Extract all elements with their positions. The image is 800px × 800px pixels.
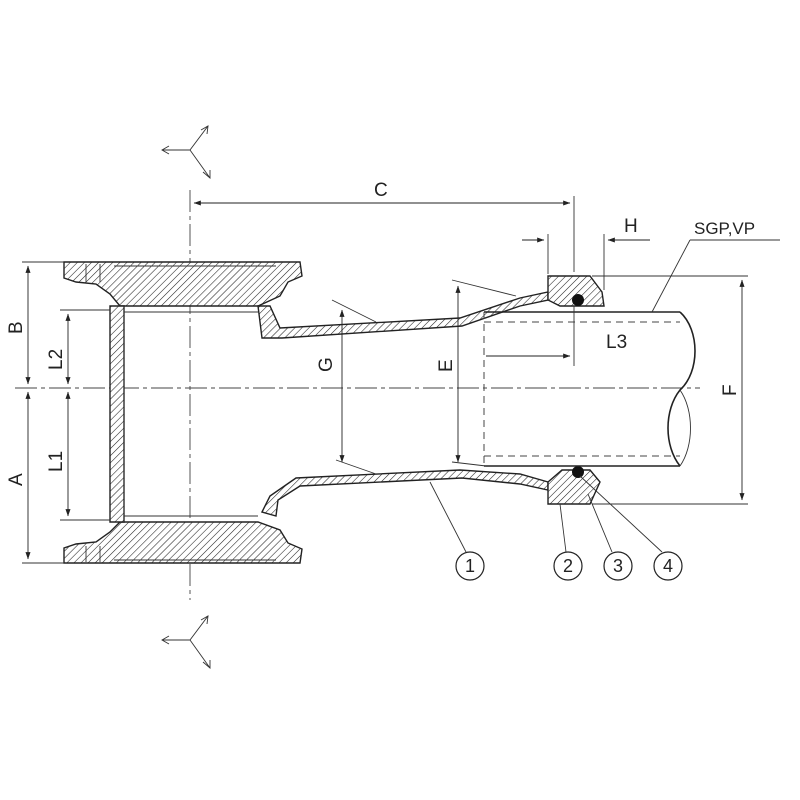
dimension-e bbox=[451, 279, 517, 467]
dimension-g-label: G bbox=[316, 357, 337, 372]
socket-upper bbox=[547, 275, 605, 307]
dimension-e-label: E bbox=[436, 359, 457, 372]
part-callout-1: 1 bbox=[429, 481, 485, 581]
dimension-a-label: A bbox=[6, 473, 27, 486]
dimension-c bbox=[193, 196, 575, 272]
inserted-pipe bbox=[483, 311, 696, 467]
dimension-h-label: H bbox=[624, 216, 638, 237]
upper-flange-section bbox=[63, 261, 303, 307]
svg-text:3: 3 bbox=[613, 556, 623, 576]
dimension-l2-label: L2 bbox=[46, 349, 67, 370]
svg-text:2: 2 bbox=[563, 556, 573, 576]
rubber-ring-lower bbox=[572, 466, 584, 478]
dimension-l1-label: L1 bbox=[46, 451, 67, 472]
dimension-l3-label: L3 bbox=[606, 332, 627, 353]
dimension-l1 bbox=[60, 391, 110, 521]
svg-text:1: 1 bbox=[465, 556, 475, 576]
dimension-f bbox=[592, 275, 748, 505]
branch-upper-wall bbox=[257, 291, 549, 339]
part-callout-2: 2 bbox=[553, 503, 583, 581]
rubber-ring-upper bbox=[572, 294, 584, 306]
dimension-f-label: F bbox=[720, 384, 741, 396]
part-callout-4: 4 bbox=[579, 475, 683, 581]
dimension-l3 bbox=[486, 306, 575, 366]
dimension-g bbox=[331, 299, 377, 475]
run-left-wall bbox=[109, 305, 125, 523]
dimension-h bbox=[522, 234, 650, 290]
dimension-a bbox=[22, 391, 64, 564]
svg-text:4: 4 bbox=[663, 556, 673, 576]
dimension-b bbox=[22, 261, 64, 385]
dimension-c-label: C bbox=[374, 180, 388, 201]
orientation-symbol-top bbox=[161, 125, 211, 179]
orientation-symbol-bottom bbox=[161, 615, 211, 669]
part-callout-3: 3 bbox=[587, 493, 633, 581]
pipe-label: SGP,VP bbox=[694, 219, 755, 238]
lower-flange-section bbox=[63, 521, 303, 564]
socket-lower bbox=[547, 469, 601, 505]
dimension-l2 bbox=[60, 309, 110, 385]
branch-lower-wall bbox=[260, 469, 549, 517]
dimension-b-label: B bbox=[6, 321, 27, 334]
